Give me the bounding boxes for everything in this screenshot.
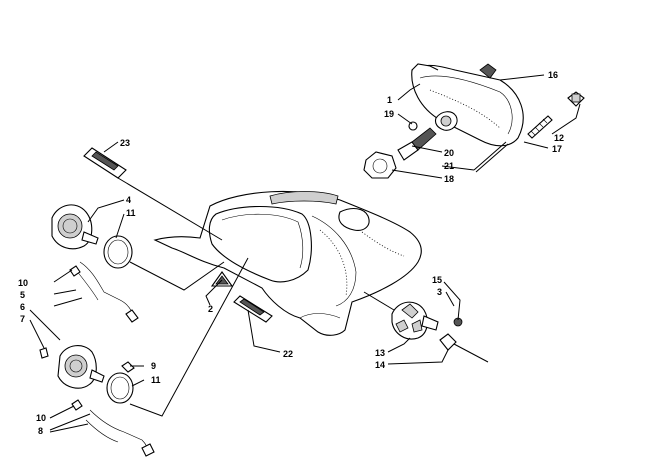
callout-12: 12 xyxy=(554,133,564,143)
callout-7: 7 xyxy=(20,314,25,324)
callout-3: 3 xyxy=(437,287,442,297)
callout-10-upper: 10 xyxy=(18,278,28,288)
leader-lines xyxy=(29,74,581,433)
decal-plate-22 xyxy=(233,295,273,323)
callout-5: 5 xyxy=(20,290,25,300)
callout-9: 9 xyxy=(151,361,156,371)
callout-14: 14 xyxy=(375,360,385,370)
upper-gauge xyxy=(51,204,139,323)
callout-13: 13 xyxy=(375,348,385,358)
decal-triangle xyxy=(210,271,234,287)
callout-22: 22 xyxy=(283,349,293,359)
callout-8: 8 xyxy=(38,426,43,436)
callout-4: 4 xyxy=(126,195,131,205)
callout-18: 18 xyxy=(444,174,454,184)
callout-19: 19 xyxy=(384,109,394,119)
callout-15: 15 xyxy=(432,275,442,285)
callout-1: 1 xyxy=(387,95,392,105)
callout-23: 23 xyxy=(120,138,130,148)
callout-21: 21 xyxy=(444,161,454,171)
callout-labels: 1 19 16 12 17 20 21 18 23 4 11 2 22 10 5… xyxy=(18,70,564,436)
switch-assembly xyxy=(391,301,489,363)
decal-plate-23 xyxy=(83,147,127,179)
callout-16: 16 xyxy=(548,70,558,80)
callout-10-lower: 10 xyxy=(36,413,46,423)
callout-17: 17 xyxy=(552,144,562,154)
callout-20: 20 xyxy=(444,148,454,158)
headlight-assembly xyxy=(363,63,585,179)
console-hood xyxy=(153,190,422,336)
callout-11-upper: 11 xyxy=(126,208,136,218)
lower-gauge xyxy=(39,345,155,457)
callout-11-lower: 11 xyxy=(151,375,161,385)
callout-6: 6 xyxy=(20,302,25,312)
callout-2: 2 xyxy=(208,304,213,314)
